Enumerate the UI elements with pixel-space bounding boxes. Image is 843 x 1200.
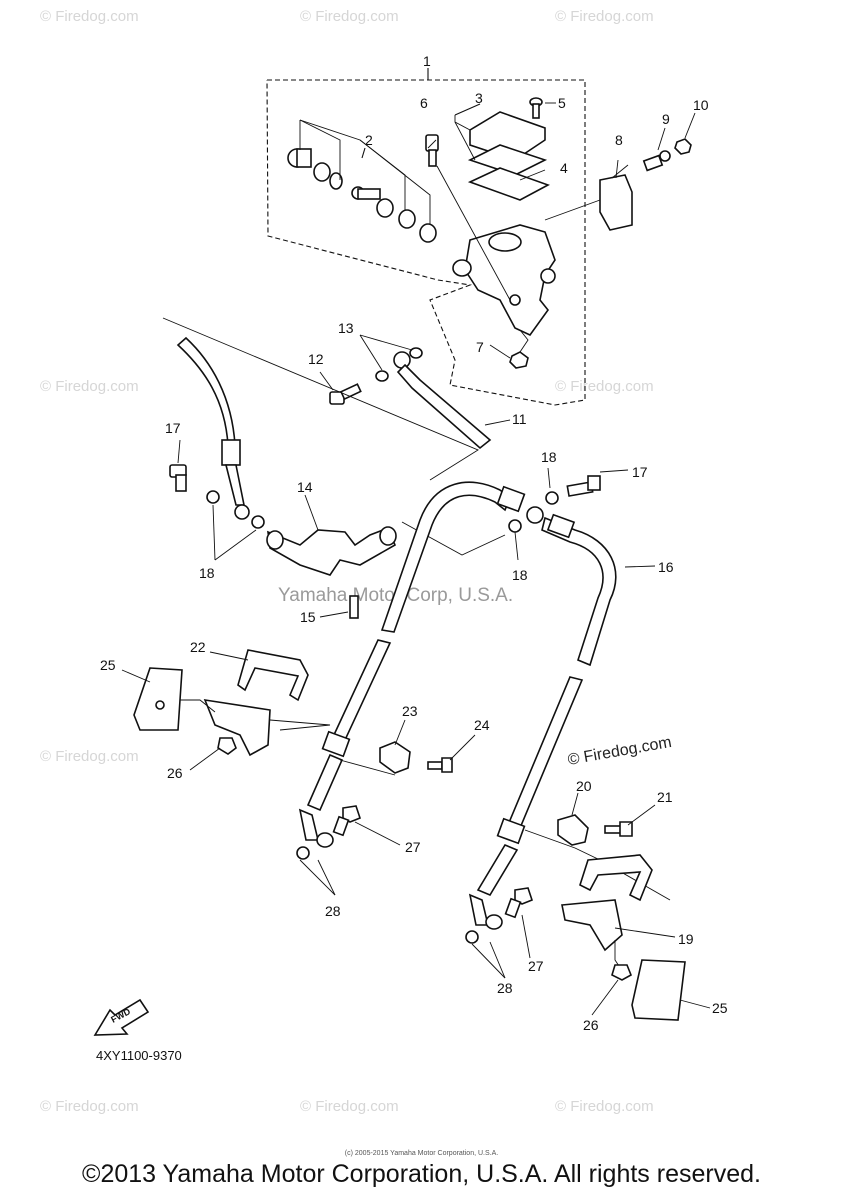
callout: 17 [632, 464, 648, 480]
callout-leaders [121, 112, 711, 1016]
union-bolt-right [508, 475, 601, 533]
callout: 25 [712, 1000, 728, 1016]
callout: 15 [300, 609, 316, 625]
piston-kit-parts [287, 119, 437, 243]
brake-pad-left [133, 667, 237, 755]
callout: 22 [190, 639, 206, 655]
callout: 10 [693, 97, 709, 113]
reservoir-screw [529, 97, 556, 119]
watermark: © Firedog.com [300, 1098, 399, 1115]
callout: 6 [420, 95, 428, 111]
callout: 23 [402, 703, 418, 719]
callout: 9 [662, 111, 670, 127]
brake-bracket-19 [561, 854, 653, 976]
watermark: © Firedog.com [555, 8, 654, 25]
callout: 18 [199, 565, 215, 581]
callout: 11 [512, 411, 527, 427]
master-cylinder-body [452, 224, 556, 337]
callout: 13 [338, 320, 354, 336]
callout: 18 [541, 449, 557, 465]
callout: 14 [297, 479, 313, 495]
callout: 25 [100, 657, 116, 673]
watermark: © Firedog.com [40, 1098, 139, 1115]
hose-clamp-20 [524, 814, 671, 901]
callout: 26 [583, 1017, 599, 1033]
callout-numbers: 1 2 3 4 5 6 7 8 9 10 11 12 13 14 15 16 1… [100, 53, 728, 1033]
callout: 28 [497, 980, 513, 996]
fineprint: (c) 2005-2015 Yamaha Motor Corporation, … [344, 1150, 499, 1157]
cap-nut [509, 329, 529, 369]
callout: 18 [512, 567, 528, 583]
brake-bracket-22 [160, 649, 331, 757]
union-bolt-left [169, 464, 265, 561]
callout: 19 [678, 931, 694, 947]
watermark: © Firedog.com [300, 8, 399, 25]
brake-hose-left-upper [162, 317, 479, 520]
brake-hose-16 [380, 481, 617, 667]
callout: 28 [325, 903, 341, 919]
callout: 3 [475, 90, 483, 106]
brake-hose-joint [266, 494, 397, 619]
watermark: © Firedog.com [555, 1098, 654, 1115]
callout: 2 [365, 132, 373, 148]
callout: 16 [658, 559, 674, 575]
watermark: © Firedog.com [40, 378, 139, 395]
callout: 4 [560, 160, 568, 176]
callout: 8 [615, 132, 623, 148]
watermark: © Firedog.com [40, 748, 139, 765]
bolt-27-right [504, 887, 533, 919]
callout: 17 [165, 420, 181, 436]
master-cylinder-holder [544, 138, 692, 231]
fwd-arrow-icon: FWD [93, 998, 150, 1036]
brake-pad-right [611, 959, 686, 1021]
callout: 24 [474, 717, 490, 733]
callout: 26 [167, 765, 183, 781]
master-cylinder-assembly-box [266, 68, 586, 406]
reservoir-cover [454, 103, 550, 201]
callout: 27 [405, 839, 421, 855]
callout: 27 [528, 958, 544, 974]
brake-pipe-left [296, 639, 392, 860]
callout: 5 [558, 95, 566, 111]
watermark: © Firedog.com [40, 8, 139, 25]
diagram-code: 4XY1100-9370 [96, 1048, 182, 1063]
bolt-27-left [332, 805, 361, 837]
callout: 12 [308, 351, 324, 367]
copyright-notice: ©2013 Yamaha Motor Corporation, U.S.A. A… [82, 1160, 761, 1188]
watermark: © Firedog.com [555, 378, 654, 395]
callout: 20 [576, 778, 592, 794]
callout: 1 [423, 53, 431, 69]
callout: 21 [657, 789, 673, 805]
union-bolt-upper [329, 334, 492, 450]
brake-pipe-right [465, 676, 584, 944]
callout: 7 [476, 339, 484, 355]
hose-clamp-23 [339, 741, 453, 776]
